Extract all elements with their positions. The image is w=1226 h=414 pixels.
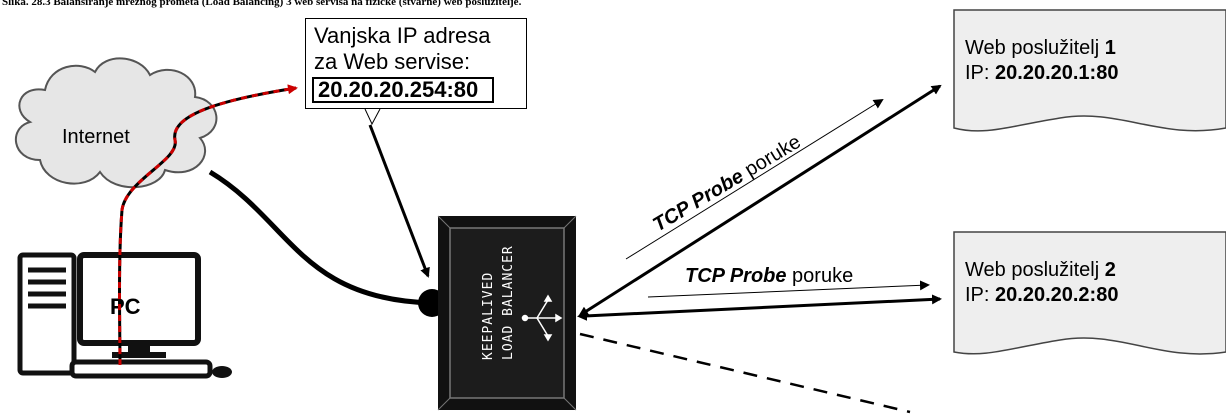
probe-label-2-bold: TCP Probe bbox=[685, 265, 787, 287]
internet-cloud: Internet bbox=[14, 57, 218, 189]
probe-label-1-bold: TCP Probe bbox=[649, 165, 747, 236]
probe-label-2: TCP Probe poruke bbox=[685, 265, 853, 287]
figure-caption: Slika. 28.3 Balansiranje mrežnog prometa… bbox=[2, 0, 522, 8]
probe-label-1-rest: poruke bbox=[736, 131, 805, 184]
server1-info: Web poslužitelj 1 IP: 20.20.20.1:80 bbox=[965, 36, 1118, 86]
vip-address: 20.20.20.254:80 bbox=[312, 77, 495, 103]
lb-to-server3-link bbox=[579, 332, 911, 414]
probe-arrow-1 bbox=[625, 98, 884, 260]
server2-ip: 20.20.20.2:80 bbox=[995, 284, 1119, 306]
lb-label-line2: LOAD BALANCER bbox=[501, 245, 516, 360]
server2-shape bbox=[953, 231, 1226, 355]
probe-label-2-rest: poruke bbox=[787, 265, 854, 287]
pc-icon: PC bbox=[17, 252, 232, 379]
server2-info: Web poslužitelj 2 IP: 20.20.20.2:80 bbox=[965, 258, 1118, 308]
pc-label: PC bbox=[110, 294, 141, 319]
internet-to-lb-cable bbox=[208, 169, 434, 306]
lb-to-server2-link bbox=[577, 294, 942, 321]
lb-to-server1-link bbox=[578, 84, 942, 317]
server1-name: Web poslužitelj bbox=[965, 37, 1100, 59]
server1-number: 1 bbox=[1104, 37, 1116, 59]
vip-line2: za Web servise: bbox=[314, 49, 471, 74]
vip-line1: Vanjska IP adresa bbox=[314, 23, 491, 48]
server1-ip-label: IP: bbox=[965, 62, 990, 84]
vip-callout: Vanjska IP adresa za Web servise: 20.20.… bbox=[305, 18, 527, 109]
load-balancer-device: KEEPALIVED LOAD BALANCER bbox=[437, 215, 577, 411]
server2-number: 2 bbox=[1104, 259, 1116, 281]
server2-name: Web poslužitelj bbox=[965, 259, 1100, 281]
vip-to-lb-arrow bbox=[368, 124, 430, 278]
server1-shape bbox=[953, 9, 1226, 132]
internet-label: Internet bbox=[62, 126, 130, 148]
server1-ip: 20.20.20.1:80 bbox=[995, 62, 1119, 84]
server2-ip-label: IP: bbox=[965, 284, 990, 306]
lb-label-line1: KEEPALIVED bbox=[481, 272, 496, 360]
probe-arrow-2 bbox=[647, 280, 930, 298]
fork-icon bbox=[521, 294, 563, 342]
